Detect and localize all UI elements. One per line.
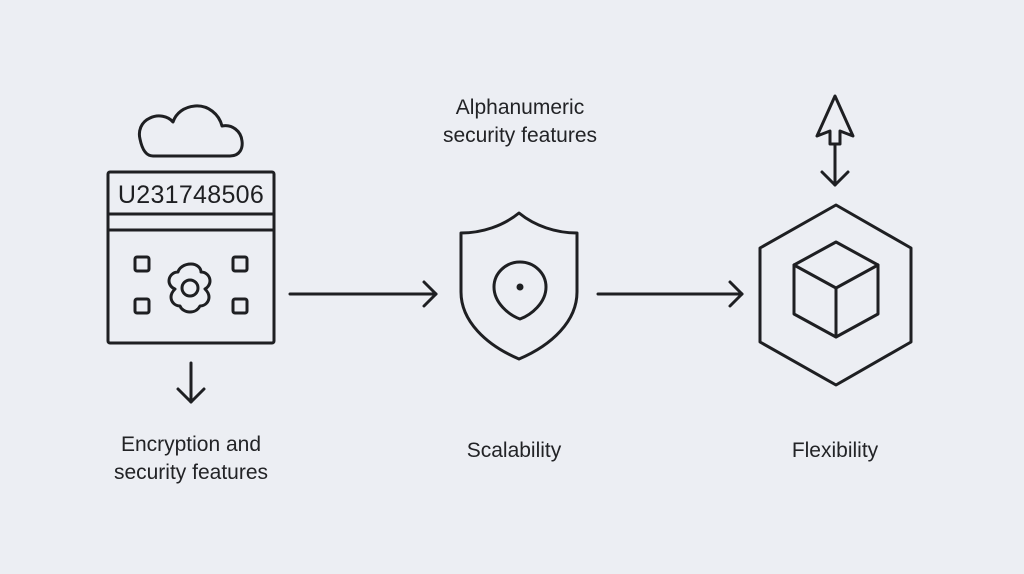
up-down-arrow-icon [815,94,855,187]
scalability-label: Scalability [432,437,596,465]
encryption-label: Encryption and security features [86,431,296,487]
hexagon-icon [758,203,913,387]
flexibility-label: Flexibility [758,437,912,465]
shield-icon [459,211,579,361]
alphanumeric-label: Alphanumeric security features [418,94,622,150]
alphanumeric-label-line-2: security features [442,124,598,147]
card-code-text: U231748506 [117,181,265,209]
id-card-icon [106,170,276,345]
down-arrow-icon [176,361,206,404]
scalability-label-text: Scalability [466,439,562,462]
flexibility-label-text: Flexibility [791,439,879,462]
shield-keyhole-dot [516,283,524,291]
gear-icon [167,262,212,314]
edge-arrow-2 [596,280,744,308]
cloud-icon [137,104,244,158]
encryption-label-line-2: security features [113,461,269,484]
edge-arrow-1 [288,280,438,308]
cube-icon [792,240,880,339]
alphanumeric-label-line-1: Alphanumeric [455,96,585,119]
encryption-label-line-1: Encryption and [120,433,262,456]
